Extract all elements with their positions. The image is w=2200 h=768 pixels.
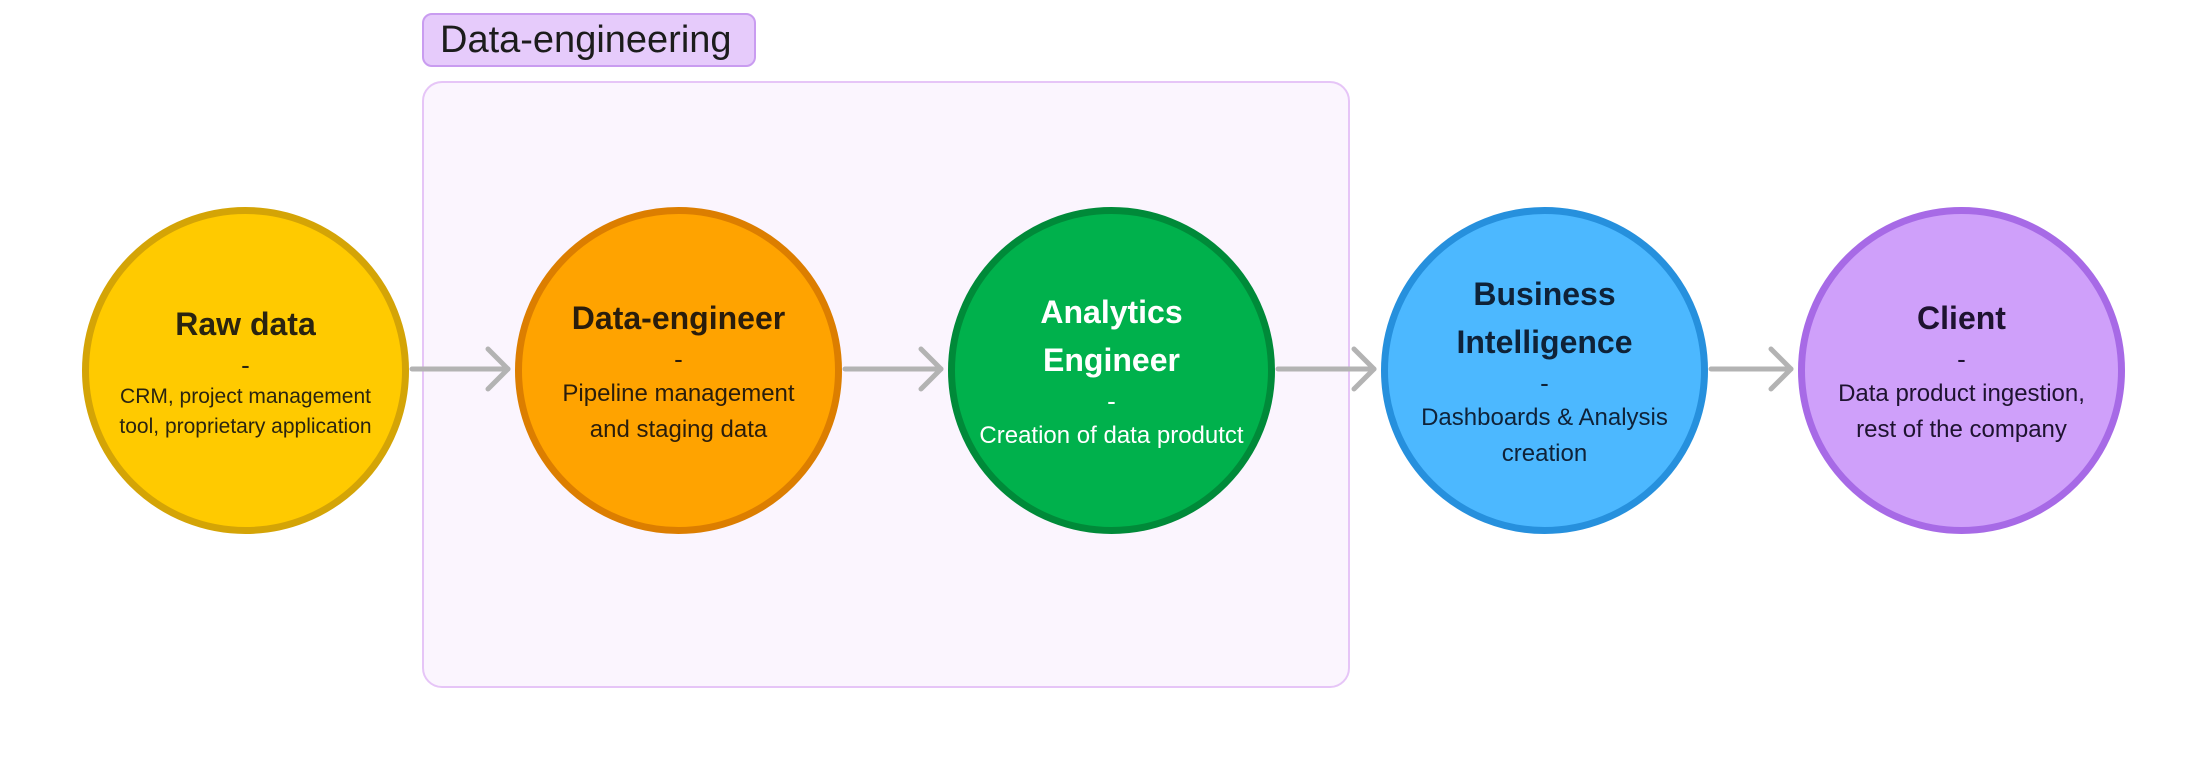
arrow-raw-to-data-engineer [409, 346, 511, 392]
arrow-analytics-engineer-to-business-intelligence [1275, 346, 1377, 392]
node-title: Business Intelligence [1456, 275, 1633, 360]
node-title: Client [1917, 299, 2006, 336]
node-description: Dashboards & Analysis creation [1421, 403, 1668, 467]
arrow-data-engineer-to-analytics-engineer [842, 346, 944, 392]
node-title: Data-engineer [571, 299, 786, 336]
node-analytics-engineer: Analytics Engineer - Creation of data pr… [948, 207, 1275, 534]
node-separator: - [674, 343, 683, 374]
node-title: Analytics Engineer [1040, 293, 1183, 378]
node-description: Data product ingestion, rest of the comp… [1838, 379, 2085, 443]
node-client: Client - Data product ingestion, rest of… [1798, 207, 2125, 534]
node-description: CRM, project management tool, proprietar… [119, 384, 372, 438]
node-separator: - [1540, 367, 1549, 398]
node-business-intelligence: Business Intelligence - Dashboards & Ana… [1381, 207, 1708, 534]
arrow-business-intelligence-to-client [1708, 346, 1794, 392]
node-raw-data: Raw data - CRM, project management tool,… [82, 207, 409, 534]
node-separator: - [1957, 343, 1966, 374]
node-title: Raw data [175, 305, 316, 342]
data-engineering-group-label: Data-engineering [422, 13, 756, 67]
node-separator: - [1107, 385, 1116, 416]
node-data-engineer: Data-engineer - Pipeline management and … [515, 207, 842, 534]
node-description: Creation of data produtct [979, 421, 1244, 449]
node-separator: - [241, 349, 250, 380]
node-description: Pipeline management and staging data [562, 379, 795, 443]
